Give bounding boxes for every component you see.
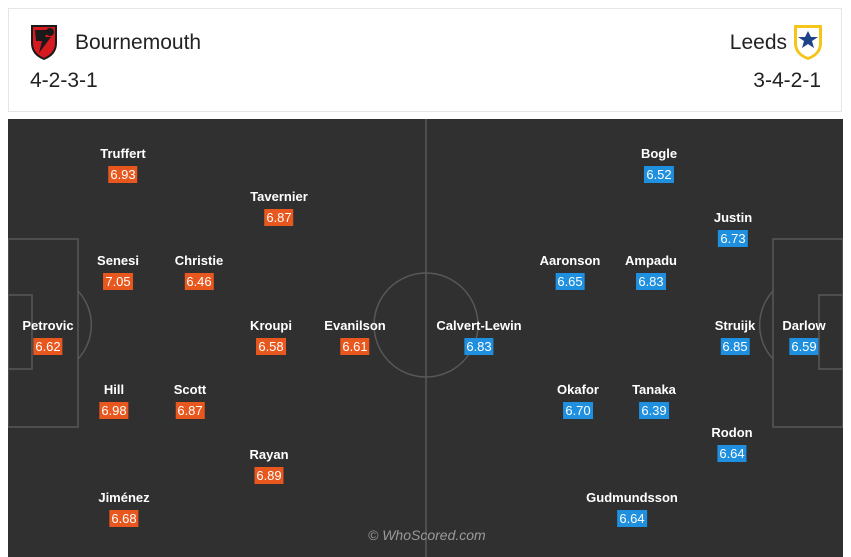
player-name: Scott xyxy=(173,382,207,397)
away-player-tanaka[interactable]: Tanaka 6.39 xyxy=(632,382,676,420)
player-name: Christie xyxy=(174,253,224,268)
whoscored-watermark: © WhoScored.com xyxy=(368,527,486,543)
home-player-rayan[interactable]: Rayan 6.89 xyxy=(249,447,289,485)
player-name: Bogle xyxy=(640,146,678,161)
away-player-aaronson[interactable]: Aaronson 6.65 xyxy=(539,253,601,291)
player-rating: 7.05 xyxy=(103,273,133,290)
player-name: Rayan xyxy=(249,447,289,462)
pitch: Petrovic 6.62 Truffert 6.93 Senesi 7.05 … xyxy=(8,119,843,557)
away-player-justin[interactable]: Justin 6.73 xyxy=(714,210,752,248)
home-player-jimenez[interactable]: Jiménez 6.68 xyxy=(98,490,150,528)
player-rating: 6.85 xyxy=(720,338,750,355)
player-rating: 6.83 xyxy=(464,338,494,355)
player-rating: 6.64 xyxy=(717,445,747,462)
player-rating: 6.58 xyxy=(256,338,286,355)
away-formation: 3-4-2-1 xyxy=(753,69,821,92)
player-rating: 6.61 xyxy=(340,338,370,355)
home-player-petrovic[interactable]: Petrovic 6.62 xyxy=(22,318,74,356)
home-player-truffert[interactable]: Truffert 6.93 xyxy=(100,146,146,184)
home-player-scott[interactable]: Scott 6.87 xyxy=(173,382,207,420)
away-player-struijk[interactable]: Struijk 6.85 xyxy=(715,318,755,356)
home-team-name[interactable]: Bournemouth xyxy=(75,31,202,54)
player-rating: 6.52 xyxy=(644,166,674,183)
player-rating: 6.89 xyxy=(254,467,284,484)
away-player-calvert-lewin[interactable]: Calvert-Lewin 6.83 xyxy=(436,318,522,356)
home-formation: 4-2-3-1 xyxy=(30,69,98,92)
player-rating: 6.64 xyxy=(617,510,647,527)
player-name: Hill xyxy=(103,382,125,397)
leeds-crest-icon xyxy=(794,25,822,60)
player-rating: 6.39 xyxy=(639,402,669,419)
home-player-hill[interactable]: Hill 6.98 xyxy=(99,382,129,420)
player-name: Tanaka xyxy=(632,382,676,397)
match-header: Bournemouth 4-2-3-1 Leeds 3-4-2-1 xyxy=(8,8,842,112)
player-name: Evanilson xyxy=(324,318,386,333)
home-player-christie[interactable]: Christie 6.46 xyxy=(175,253,223,291)
player-rating: 6.73 xyxy=(718,230,748,247)
player-name: Aaronson xyxy=(539,253,601,268)
pitch-markings xyxy=(8,119,843,557)
player-name: Calvert-Lewin xyxy=(436,318,522,333)
player-name: Senesi xyxy=(97,253,139,268)
player-name: Darlow xyxy=(782,318,826,333)
player-rating: 6.98 xyxy=(99,402,129,419)
away-player-gudmundsson[interactable]: Gudmundsson 6.64 xyxy=(586,490,678,528)
away-player-okafor[interactable]: Okafor 6.70 xyxy=(557,382,599,420)
away-player-ampadu[interactable]: Ampadu 6.83 xyxy=(625,253,677,291)
player-rating: 6.46 xyxy=(184,273,214,290)
player-name: Tavernier xyxy=(250,189,308,204)
player-name: Jiménez xyxy=(98,490,150,505)
player-name: Kroupi xyxy=(250,318,292,333)
player-rating: 6.87 xyxy=(264,209,294,226)
player-name: Truffert xyxy=(100,146,146,161)
player-rating: 6.65 xyxy=(555,273,585,290)
bournemouth-crest-icon xyxy=(31,25,57,60)
player-rating: 6.62 xyxy=(33,338,63,355)
player-rating: 6.87 xyxy=(175,402,205,419)
player-name: Gudmundsson xyxy=(586,490,678,505)
player-name: Justin xyxy=(713,210,753,225)
player-rating: 6.68 xyxy=(109,510,139,527)
player-rating: 6.83 xyxy=(636,273,666,290)
player-name: Struijk xyxy=(714,318,756,333)
player-rating: 6.59 xyxy=(789,338,819,355)
away-player-rodon[interactable]: Rodon 6.64 xyxy=(711,425,753,463)
away-player-bogle[interactable]: Bogle 6.52 xyxy=(641,146,677,184)
player-rating: 6.93 xyxy=(108,166,138,183)
player-name: Rodon xyxy=(711,425,753,440)
player-rating: 6.70 xyxy=(563,402,593,419)
player-name: Ampadu xyxy=(625,253,677,268)
away-team-name[interactable]: Leeds xyxy=(729,31,787,54)
home-player-kroupi[interactable]: Kroupi 6.58 xyxy=(250,318,292,356)
home-player-evanilson[interactable]: Evanilson 6.61 xyxy=(324,318,386,356)
home-player-tavernier[interactable]: Tavernier 6.87 xyxy=(250,189,308,227)
player-name: Okafor xyxy=(557,382,599,397)
away-player-darlow[interactable]: Darlow 6.59 xyxy=(782,318,826,356)
player-name: Petrovic xyxy=(22,318,74,333)
home-player-senesi[interactable]: Senesi 7.05 xyxy=(97,253,139,291)
